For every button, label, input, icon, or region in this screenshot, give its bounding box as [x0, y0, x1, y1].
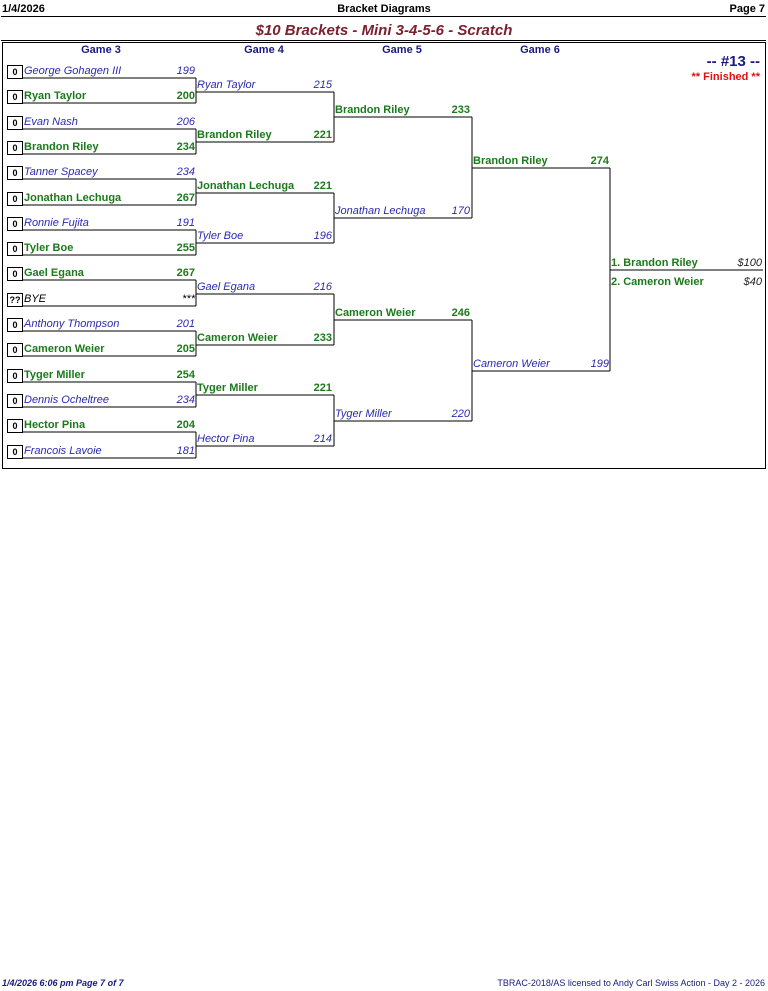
- seed-box: 0: [7, 242, 23, 256]
- bowler-name: Anthony Thompson: [24, 318, 120, 330]
- column-header-game3: Game 3: [81, 44, 121, 56]
- bowler-name: George Gohagen III: [24, 65, 122, 77]
- seed-box: 0: [7, 166, 23, 180]
- bowler-name: Gael Egana: [24, 267, 84, 279]
- bowler-name: Cameron Weier: [473, 358, 550, 370]
- column-header-game5: Game 5: [382, 44, 422, 56]
- bowler-score: 199: [590, 358, 609, 370]
- bowler-score: 196: [313, 230, 332, 242]
- seed-box: 0: [7, 318, 23, 332]
- seed-box: 0: [7, 141, 23, 155]
- column-header-game4: Game 4: [244, 44, 284, 56]
- bowler-score: 204: [176, 419, 195, 431]
- bowler-name: Tyger Miller: [197, 382, 258, 394]
- seed-box: 0: [7, 267, 23, 281]
- bowler-name: Ryan Taylor: [197, 79, 256, 91]
- bowler-name: Ronnie Fujita: [24, 217, 89, 229]
- bowler-name: Hector Pina: [197, 433, 255, 445]
- bowler-name: Brandon Riley: [197, 129, 272, 141]
- seed-box: ??: [7, 293, 23, 307]
- bowler-name: Hector Pina: [24, 419, 86, 431]
- bowler-name: Brandon Riley: [24, 141, 99, 153]
- seed-box: 0: [7, 394, 23, 408]
- footer-left: 1/4/2026 6:06 pm Page 7 of 7: [2, 978, 124, 988]
- seed-box: 0: [7, 369, 23, 383]
- bowler-score: 255: [176, 242, 195, 254]
- bracket-title: $10 Brackets - Mini 3-4-5-6 - Scratch: [255, 22, 513, 39]
- bowler-name: Cameron Weier: [335, 307, 416, 319]
- bowler-score: 216: [313, 281, 332, 293]
- bowler-score: 274: [590, 155, 609, 167]
- bowler-score: 267: [176, 267, 195, 279]
- bowler-score: 254: [176, 369, 195, 381]
- bowler-score: 234: [176, 166, 195, 178]
- seed-box: 0: [7, 65, 23, 79]
- column-header-game6: Game 6: [520, 44, 560, 56]
- bowler-score: 234: [176, 394, 195, 406]
- bowler-name: Evan Nash: [24, 116, 78, 128]
- bowler-score: 170: [451, 205, 470, 217]
- bowler-name: Tanner Spacey: [24, 166, 98, 178]
- bowler-score: 267: [176, 192, 195, 204]
- bowler-name: Jonathan Lechuga: [335, 205, 426, 217]
- bowler-name: Dennis Ocheltree: [24, 394, 109, 406]
- bowler-name: Cameron Weier: [197, 332, 278, 344]
- header-rule: [1, 16, 766, 17]
- bowler-name: Cameron Weier: [24, 343, 105, 355]
- final-place: 1. Brandon Riley: [611, 257, 698, 269]
- bowler-score: 233: [313, 332, 332, 344]
- seed-box: 0: [7, 116, 23, 130]
- bowler-score: 233: [451, 104, 470, 116]
- event-status: ** Finished **: [691, 71, 760, 83]
- bowler-name: Jonathan Lechuga: [197, 180, 295, 192]
- bowler-score: 221: [313, 129, 332, 141]
- bowler-name: Tyger Miller: [24, 369, 85, 381]
- bowler-name: Francois Lavoie: [24, 445, 102, 457]
- seed-box: 0: [7, 445, 23, 459]
- bowler-name: Tyler Boe: [197, 230, 244, 242]
- final-place: 2. Cameron Weier: [611, 276, 704, 288]
- header-title: Bracket Diagrams: [337, 3, 431, 15]
- seed-box: 0: [7, 217, 23, 231]
- bowler-score: 246: [451, 307, 470, 319]
- bowler-score: 205: [176, 343, 195, 355]
- seed-box: 0: [7, 90, 23, 104]
- event-number: -- #13 --: [706, 53, 760, 70]
- bowler-name: Jonathan Lechuga: [24, 192, 122, 204]
- bowler-name: Tyger Miller: [335, 408, 392, 420]
- bowler-score: ***: [182, 293, 195, 305]
- header-date: 1/4/2026: [2, 3, 45, 15]
- header-page: Page 7: [729, 3, 765, 15]
- bowler-name: Ryan Taylor: [24, 90, 87, 102]
- bowler-score: 200: [176, 90, 195, 102]
- prize-amount: $40: [743, 276, 762, 288]
- bowler-score: 221: [313, 180, 332, 192]
- seed-box: 0: [7, 192, 23, 206]
- bowler-name: Gael Egana: [197, 281, 256, 293]
- bowler-score: 220: [451, 408, 470, 420]
- bowler-name: BYE: [24, 293, 47, 305]
- bowler-name: Tyler Boe: [24, 242, 74, 254]
- bowler-name: Brandon Riley: [473, 155, 548, 167]
- bowler-score: 191: [176, 217, 195, 229]
- bracket-panel: [2, 42, 766, 469]
- title-rule: [1, 40, 766, 41]
- footer-right: TBRAC-2018/AS licensed to Andy Carl Swis…: [497, 978, 765, 988]
- bowler-score: 206: [176, 116, 195, 128]
- bowler-score: 234: [176, 141, 195, 153]
- bowler-score: 215: [313, 79, 332, 91]
- bowler-score: 221: [313, 382, 332, 394]
- prize-amount: $100: [737, 257, 762, 269]
- seed-box: 0: [7, 343, 23, 357]
- bowler-name: Brandon Riley: [335, 104, 410, 116]
- bowler-score: 181: [176, 445, 195, 457]
- bowler-score: 201: [176, 318, 195, 330]
- bowler-score: 214: [313, 433, 332, 445]
- bowler-score: 199: [176, 65, 195, 77]
- seed-box: 0: [7, 419, 23, 433]
